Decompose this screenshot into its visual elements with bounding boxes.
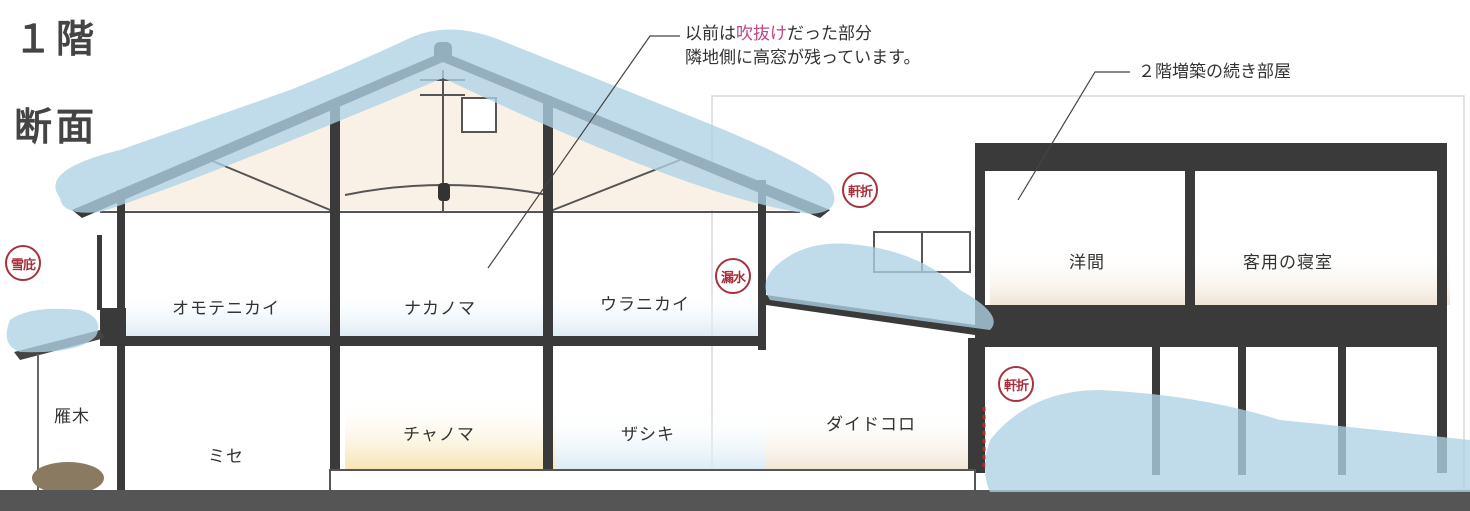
room-chanoma: チャノマ: [403, 425, 475, 445]
badge-snow-cornice: 雪庇: [5, 245, 41, 281]
room-gangi: 雁木: [54, 407, 90, 427]
leader-lines: [487, 35, 1130, 269]
yoma-wash: [990, 250, 1450, 305]
room-ura-nikai: ウラニカイ: [600, 295, 690, 315]
chanoma-wash: [345, 400, 555, 470]
page-title-section: 断面: [14, 105, 99, 149]
page-title-floor: １階: [14, 17, 99, 61]
upper-floor-wash: [122, 290, 762, 338]
badge-eave-break-roof: 軒折: [842, 172, 878, 208]
stone-lantern: [32, 462, 104, 494]
ground: [0, 490, 1470, 511]
room-zashiki: ザシキ: [621, 425, 675, 445]
room-naka-no-ma: ナカノマ: [404, 299, 476, 319]
void-note-line2: 隣地側に高窓が残っています。: [685, 48, 921, 68]
room-omote-nikai: オモテニカイ: [172, 299, 280, 319]
zashiki-wash: [555, 410, 765, 470]
void-note-suffix: だった部分: [787, 24, 872, 44]
room-mise: ミセ: [208, 447, 244, 467]
snow-overlay: [6, 29, 1470, 492]
kitchen-wall: [968, 338, 976, 470]
addition-note: ２階増築の続き部屋: [1138, 62, 1291, 82]
room-yoma: 洋間: [1069, 253, 1105, 273]
room-guest-bedroom: 客用の寝室: [1243, 253, 1333, 273]
void-note-prefix: 以前は: [685, 24, 736, 44]
floor-slab: [329, 469, 976, 493]
attic-window: [461, 97, 497, 133]
badge-eave-break-lower: 軒折: [998, 366, 1034, 402]
room-daidokoro: ダイドコロ: [826, 415, 916, 435]
badge-water-leak: 漏水: [715, 258, 751, 294]
void-note: 以前は吹抜けだった部分 隣地側に高窓が残っています。: [685, 22, 920, 70]
attic-wash: [100, 55, 800, 210]
daidokoro-wash: [765, 410, 975, 470]
ridge-post-cap: [438, 183, 450, 201]
void-note-highlight: 吹抜け: [736, 24, 787, 44]
main-structure: [97, 100, 766, 490]
